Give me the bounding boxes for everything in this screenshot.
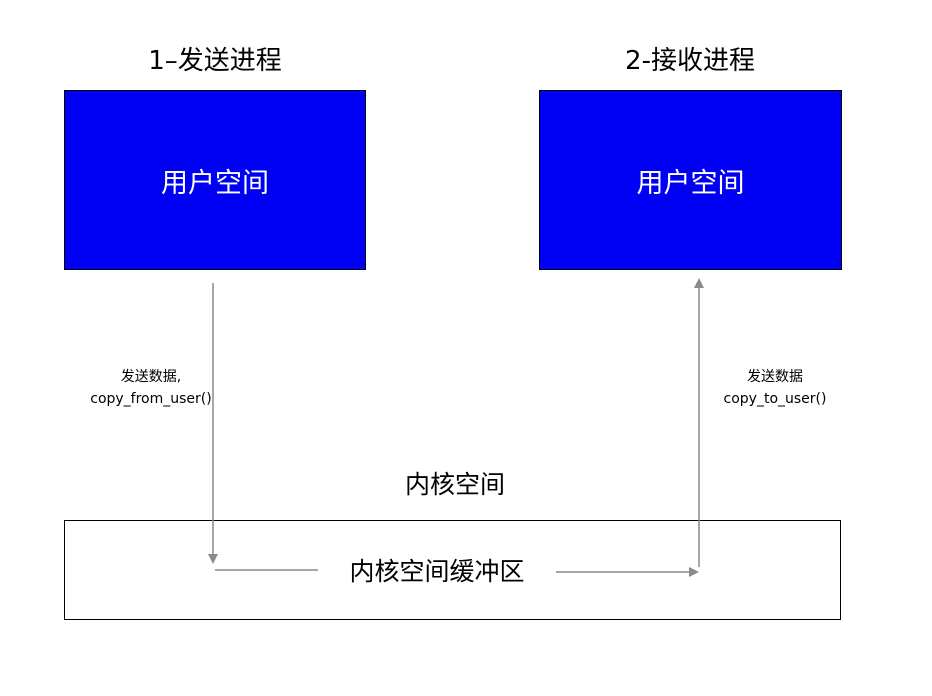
send-data-label-line1: 发送数据, — [120, 369, 182, 385]
kernel-space-label: 内核空间 — [404, 470, 505, 499]
receiver-user-space-box: 用户空间 — [539, 90, 842, 270]
receiver-user-space-label: 用户空间 — [636, 167, 745, 199]
kernel-buffer-label: 内核空间缓冲区 — [322, 556, 552, 588]
send-data-label-line2: copy_from_user() — [90, 391, 212, 407]
sender-user-space-label: 用户空间 — [161, 167, 269, 199]
receiver-process-title: 2-接收进程 — [625, 46, 755, 76]
sender-user-space-box: 用户空间 — [64, 90, 366, 270]
receive-data-label-line2: copy_to_user() — [723, 391, 827, 407]
sender-process-title: 1–发送进程 — [148, 46, 282, 76]
send-data-label: 发送数据, copy_from_user() — [66, 366, 236, 410]
receive-data-label: 发送数据 copy_to_user() — [700, 366, 850, 410]
receive-data-label-line1: 发送数据 — [747, 369, 803, 385]
